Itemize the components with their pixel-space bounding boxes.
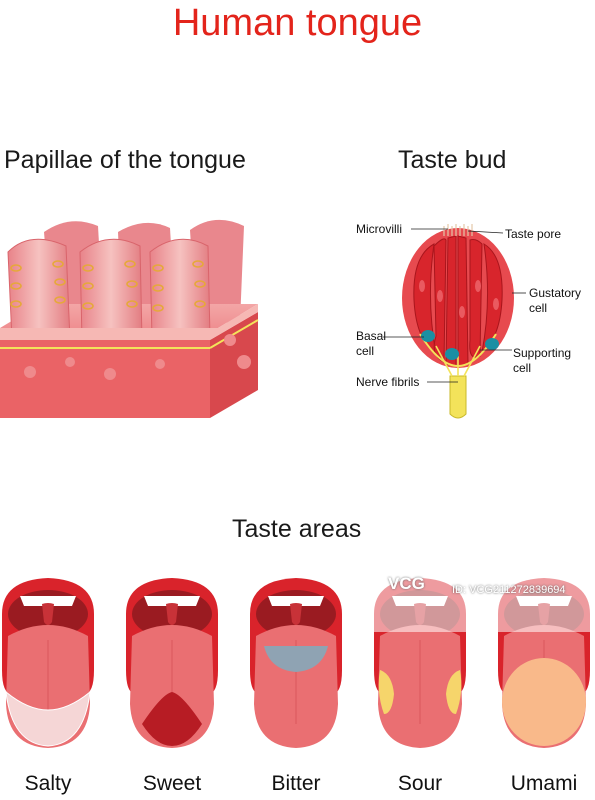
taste-label-sweet: Sweet: [142, 772, 202, 795]
label-supporting-cell-line1: Supporting: [513, 346, 572, 360]
tongue-bitter: [250, 578, 342, 748]
papillae-illustration: [0, 219, 259, 418]
label-nerve-fibrils: Nerve fibrils: [356, 375, 420, 389]
label-taste-pore: Taste pore: [505, 227, 562, 241]
taste-label-salty: Salty: [24, 772, 72, 795]
watermark-id: ID: VCG211272839694: [452, 584, 566, 596]
taste-label-bitter: Bitter: [271, 772, 321, 795]
papillae-heading: Papillae of the tongue: [4, 146, 246, 174]
taste-areas-heading: Taste areas: [232, 515, 362, 543]
label-gustatory-cell-line2: cell: [529, 301, 548, 315]
watermark-logo: VCG: [388, 574, 425, 593]
label-supporting-cell-line2: cell: [513, 361, 532, 375]
page-title: Human tongue: [172, 2, 423, 44]
tongue-sweet: [126, 578, 218, 748]
label-basal-cell-line2: cell: [356, 344, 375, 358]
tongue-salty: [2, 578, 94, 748]
label-gustatory-cell-line1: Gustatory: [529, 286, 582, 300]
taste-label-umami: Umami: [510, 772, 578, 795]
label-microvilli: Microvilli: [356, 222, 402, 236]
taste-bud-illustration: [402, 224, 514, 419]
taste-label-sour: Sour: [397, 772, 443, 795]
label-basal-cell-line1: Basal: [356, 329, 387, 343]
watermark-overlay: [372, 554, 595, 632]
taste-bud-heading: Taste bud: [398, 146, 507, 174]
